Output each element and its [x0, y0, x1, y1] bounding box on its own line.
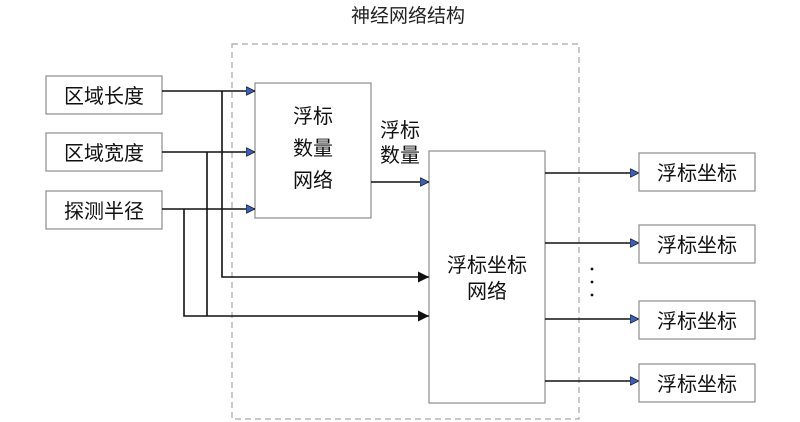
output-label: 浮标坐标	[657, 161, 737, 185]
count-network-line: 数量	[293, 136, 333, 160]
coord-network-line: 浮标坐标	[447, 253, 527, 277]
count-output-label-line: 数量	[380, 143, 420, 167]
count-output-label-line: 浮标	[380, 118, 420, 142]
coord-network-line: 网络	[467, 279, 507, 303]
count-network-line: 浮标	[293, 104, 333, 128]
output-label: 浮标坐标	[657, 372, 737, 396]
input-detection-radius: 探测半径	[45, 190, 163, 230]
output-buoy-coordinate: 浮标坐标	[638, 300, 756, 340]
output-buoy-coordinate: 浮标坐标	[638, 224, 756, 264]
arrow-radius-width-to-coord	[183, 209, 429, 322]
diagram-title: 神经网络结构	[351, 5, 465, 27]
arrow-length-to-coord	[221, 91, 429, 283]
input-label: 区域长度	[64, 84, 144, 108]
output-buoy-coordinate: 浮标坐标	[638, 152, 756, 192]
count-network-line: 网络	[293, 168, 333, 192]
vertical-ellipsis-icon	[590, 267, 594, 297]
neural-network-boundary	[231, 43, 580, 420]
output-label: 浮标坐标	[657, 233, 737, 257]
input-label: 探测半径	[64, 199, 144, 223]
output-buoy-coordinate: 浮标坐标	[638, 363, 756, 403]
input-region-width: 区域宽度	[45, 132, 163, 172]
input-label: 区域宽度	[64, 141, 144, 165]
buoy-coordinate-network: 浮标坐标 网络	[428, 150, 546, 404]
input-region-length: 区域长度	[45, 75, 163, 115]
buoy-count-network: 浮标 数量 网络	[254, 82, 372, 219]
output-label: 浮标坐标	[657, 309, 737, 333]
